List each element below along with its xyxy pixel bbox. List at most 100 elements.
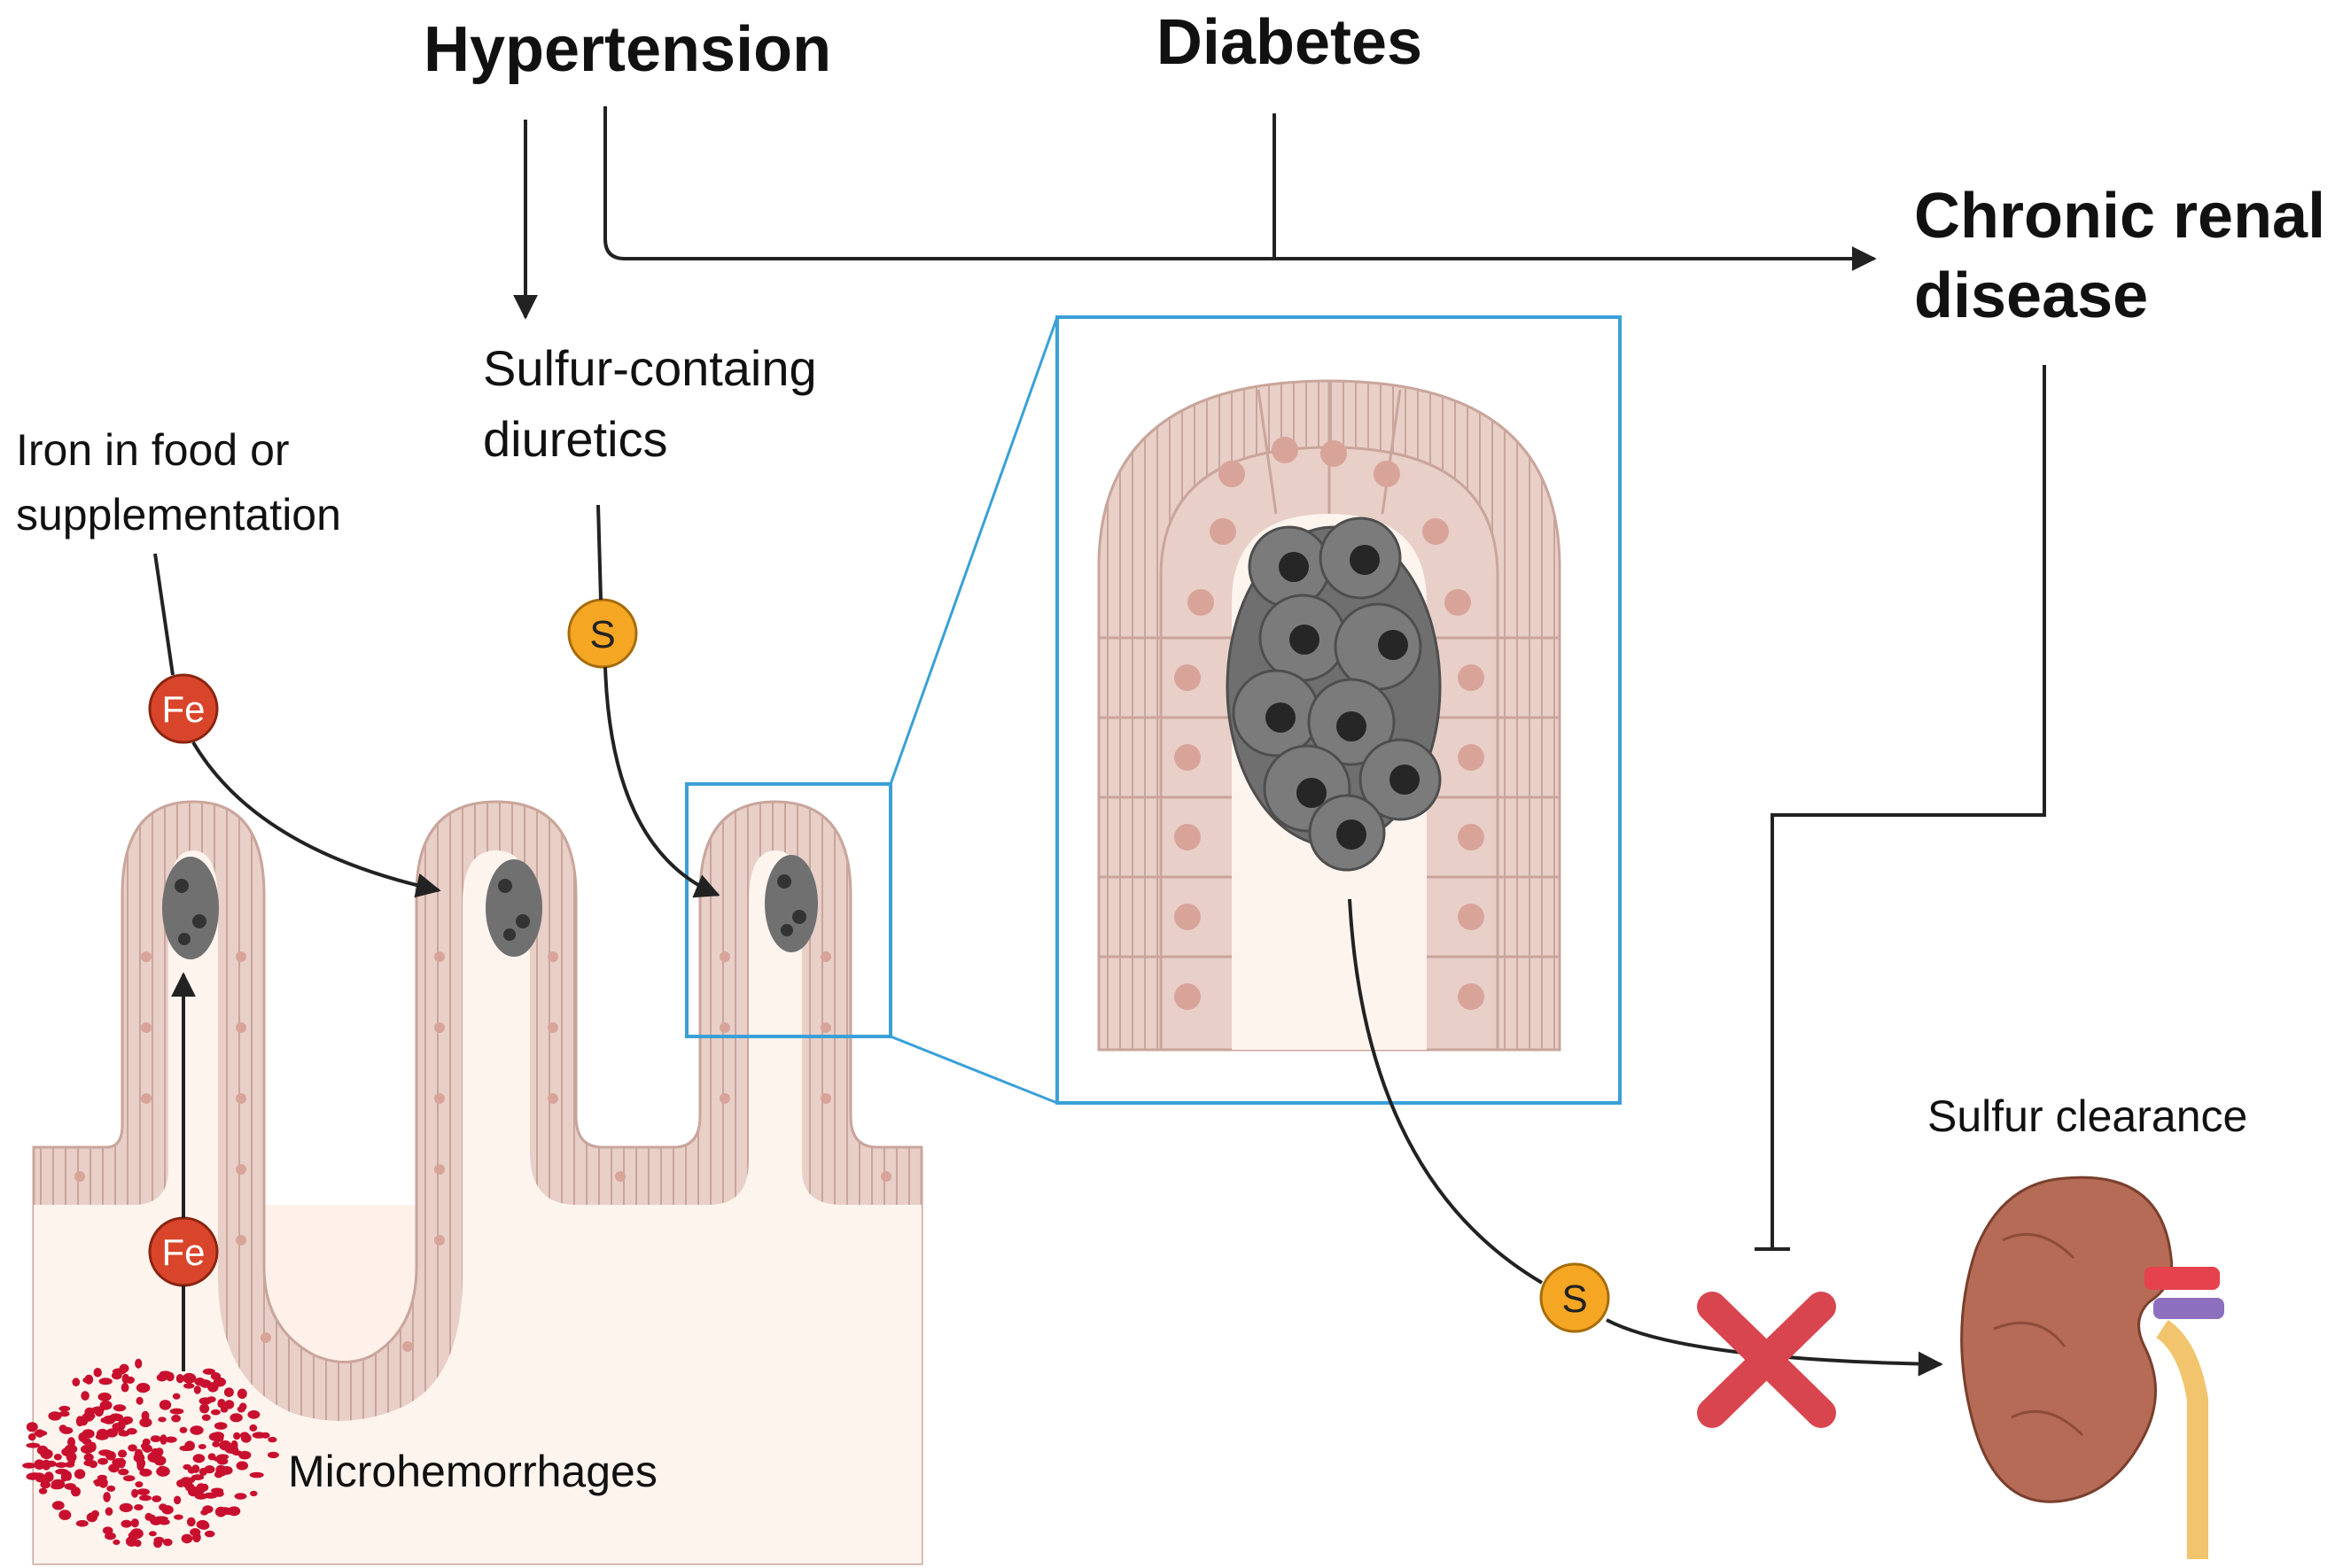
- blood-cell: [117, 1457, 126, 1469]
- blood-cell: [184, 1440, 196, 1451]
- blood-cell: [55, 1462, 67, 1468]
- sulfur-clearance-label: Sulfur clearance: [1927, 1091, 2247, 1141]
- blood-cell: [28, 1472, 42, 1479]
- blood-cell: [182, 1372, 197, 1384]
- blood-cell: [250, 1490, 258, 1497]
- blood-cell: [121, 1382, 129, 1393]
- blood-cell: [58, 1410, 70, 1417]
- blood-cell: [66, 1451, 77, 1463]
- blood-cell: [172, 1393, 181, 1400]
- blood-cell: [128, 1444, 137, 1452]
- blood-cell: [199, 1403, 210, 1414]
- blood-cell: [136, 1383, 151, 1393]
- blood-cell: [53, 1454, 62, 1461]
- blood-cell: [190, 1425, 204, 1435]
- zoom-source-box: [685, 782, 892, 1038]
- blood-cell: [169, 1408, 184, 1415]
- pigment-deposit-1: [162, 857, 219, 959]
- blood-cell: [261, 1432, 270, 1439]
- blood-cell: [35, 1429, 44, 1438]
- blood-cell: [131, 1488, 139, 1498]
- hypertension-label: Hypertension: [424, 14, 831, 85]
- blood-cell: [207, 1453, 216, 1461]
- blood-cell: [227, 1506, 241, 1517]
- zoom-connector-top: [889, 316, 1059, 785]
- kidney-icon: [1960, 1176, 2224, 1559]
- blood-cell: [240, 1433, 252, 1443]
- blood-cell: [118, 1449, 128, 1458]
- s-badge-top: S: [567, 598, 638, 669]
- blood-cell: [136, 1396, 144, 1405]
- blood-cell: [86, 1512, 98, 1523]
- blood-cell: [183, 1383, 195, 1389]
- blood-cell: [102, 1526, 113, 1535]
- blood-cell: [119, 1502, 133, 1512]
- ckd-label-line1: Chronic renal: [1914, 181, 2325, 252]
- blood-cell: [156, 1373, 167, 1382]
- blood-cell: [191, 1474, 205, 1480]
- blood-cell: [60, 1426, 74, 1434]
- blood-cell: [142, 1444, 153, 1453]
- blood-cell: [158, 1465, 167, 1471]
- blood-cell: [142, 1438, 151, 1446]
- blood-cell: [159, 1400, 172, 1410]
- zoom-connector-bottom: [890, 1035, 1058, 1105]
- blood-cell: [128, 1540, 139, 1547]
- blood-cell: [155, 1448, 164, 1456]
- blood-cell: [171, 1414, 182, 1423]
- blood-cell: [196, 1519, 209, 1530]
- arrow-s-to-villus: [603, 666, 720, 898]
- blood-cell: [123, 1475, 136, 1482]
- blood-cells-icon: [22, 1358, 279, 1549]
- arrow-s-to-kidney: [1606, 1318, 1943, 1377]
- blood-cell: [139, 1468, 152, 1477]
- blood-cell: [233, 1432, 241, 1440]
- arrow-macrophage-to-s: [1348, 898, 1544, 1285]
- blood-cell: [118, 1468, 129, 1476]
- blood-cell: [43, 1471, 54, 1482]
- blood-cell: [190, 1528, 201, 1536]
- blood-cell: [135, 1358, 143, 1369]
- blood-cell: [152, 1495, 162, 1502]
- blood-cell: [217, 1399, 226, 1409]
- arrow-hypertension-to-ckd: [603, 106, 1877, 271]
- blood-cell: [185, 1486, 198, 1492]
- blood-cell: [113, 1404, 127, 1412]
- blood-cell: [204, 1530, 215, 1538]
- blood-cell: [27, 1433, 36, 1441]
- blood-cell: [103, 1492, 111, 1502]
- blood-cell: [215, 1464, 226, 1476]
- blood-cell: [212, 1432, 224, 1440]
- ckd-label-line2: disease: [1914, 260, 2148, 331]
- blood-cell: [26, 1422, 38, 1432]
- blood-cell: [121, 1519, 132, 1528]
- blood-cell: [35, 1476, 47, 1483]
- zoom-panel: [1055, 315, 1622, 1105]
- blood-cell: [213, 1377, 227, 1387]
- blood-cell: [83, 1453, 94, 1462]
- blood-cell: [153, 1538, 163, 1549]
- blood-cell: [193, 1386, 201, 1394]
- blood-cell: [134, 1448, 144, 1459]
- blood-cell: [82, 1438, 92, 1446]
- blood-cell: [45, 1460, 57, 1467]
- blood-cell: [149, 1531, 157, 1537]
- inhibit-ckd-to-clearance: [1771, 365, 2046, 1249]
- blood-cell: [136, 1488, 151, 1495]
- blood-cell: [81, 1444, 94, 1454]
- arrow-fe-to-villus: [191, 741, 441, 898]
- blood-cell: [175, 1374, 184, 1384]
- diuretics-label-line2: diuretics: [483, 411, 668, 467]
- diuretics-label-line1: Sulfur-containg: [483, 340, 817, 396]
- blood-cell: [96, 1428, 109, 1440]
- blood-cell: [58, 1510, 72, 1520]
- blood-cell: [198, 1467, 207, 1476]
- blood-cell: [212, 1440, 221, 1448]
- blood-cell: [93, 1368, 102, 1378]
- blood-cell: [51, 1483, 64, 1490]
- microhemorrhages-label: Microhemorrhages: [288, 1447, 658, 1496]
- blood-cell: [130, 1518, 139, 1528]
- blood-cell: [237, 1406, 245, 1413]
- pigment-deposit-2: [486, 859, 542, 957]
